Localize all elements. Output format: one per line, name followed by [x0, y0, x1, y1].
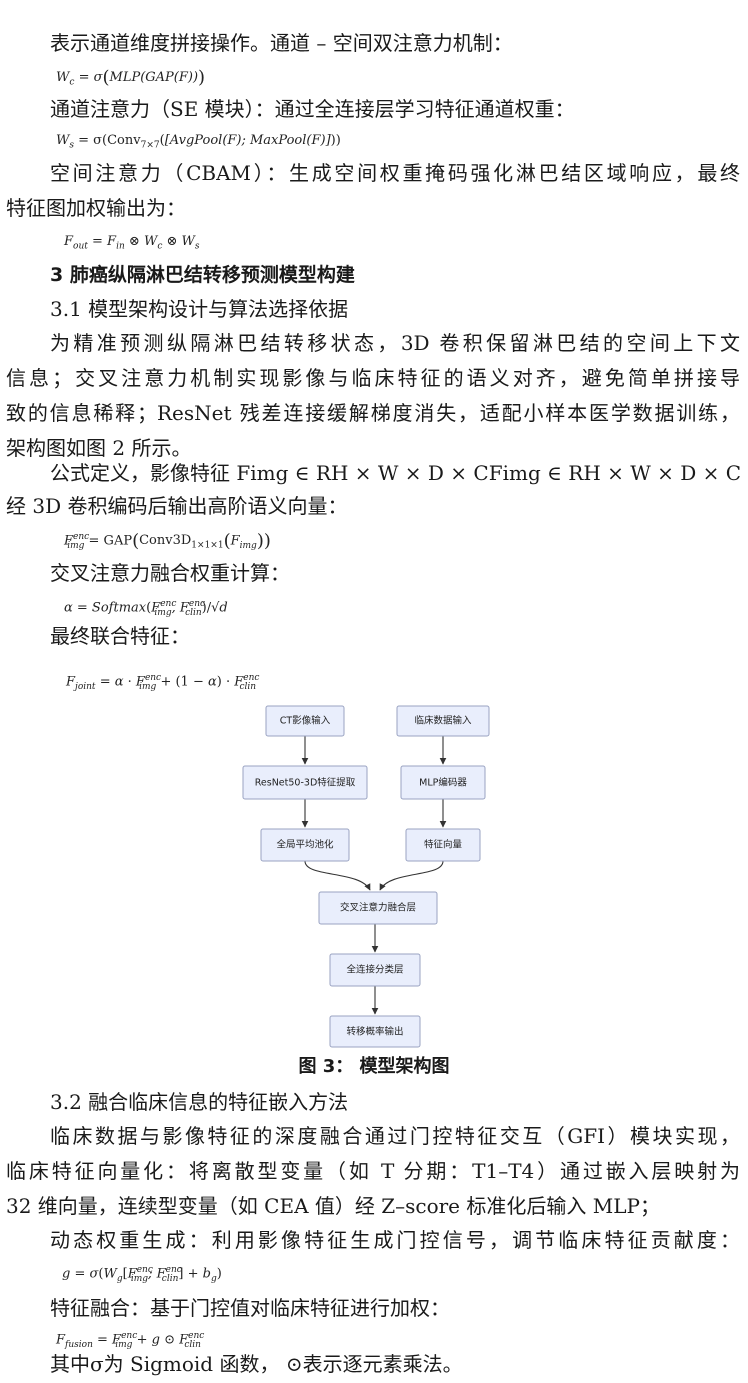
node-label: 全局平均池化 — [276, 839, 334, 851]
node-output — [329, 1015, 421, 1048]
text-line: 信息；交叉注意力机制实现影像与临床特征的语义对齐，避免简单拼接导 — [6, 366, 740, 390]
node-ct-input — [265, 705, 345, 737]
text-line: 空间注意力（CBAM）：生成空间权重掩码强化淋巴结区域响应，最终 — [50, 161, 740, 185]
node-label: ResNet50-3D特征提取 — [255, 777, 356, 789]
text-line: 致的信息稀释；ResNet 残差连接缓解梯度消失，适配小样本医学数据训练， — [6, 401, 740, 425]
edge — [379, 860, 444, 891]
node-resnet — [242, 765, 368, 800]
text-line: 表示通道维度拼接操作。通道 – 空间双注意力机制： — [50, 31, 513, 55]
node-label: 临床数据输入 — [414, 715, 472, 727]
text-line: 经 3D 卷积编码后输出高阶语义向量： — [6, 494, 348, 518]
text-line: 最终联合特征： — [50, 624, 190, 648]
formula-g: g = σ(Wg[Fencimg; Fencclin] + bg) — [62, 1265, 222, 1284]
text-line: 架构图如图 2 所示。 — [6, 436, 192, 460]
node-label: 转移概率输出 — [346, 1026, 403, 1038]
node-label: 特征向量 — [424, 839, 463, 851]
node-clinical-input — [396, 705, 490, 737]
formula-wc: Wc = σ(MLP(GAP(F))) — [56, 67, 206, 88]
formula-fout: Fout = Fin ⊗ Wc ⊗ Ws — [64, 234, 200, 252]
text-line: 交叉注意力融合权重计算： — [50, 561, 290, 585]
formula-ws: Ws = σ(Conv7×7([AvgPool(F); MaxPool(F)])… — [56, 133, 341, 151]
text-line: 为精准预测纵隔淋巴结转移状态，3D 卷积保留淋巴结的空间上下文 — [50, 331, 740, 355]
formula-fjoint: Fjoint = α · Fencimg + (1 − α) · Fenccli… — [66, 673, 260, 692]
text-line: 公式定义，影像特征 Fimg ∈ RH × W × D × CFimg ∈ RH… — [50, 461, 742, 485]
node-label: CT影像输入 — [280, 715, 331, 727]
text-line: 32 维向量，连续型变量（如 CEA 值）经 Z–score 标准化后输入 ML… — [6, 1194, 660, 1218]
text-line: 特征图加权输出为： — [6, 196, 186, 220]
subsection-heading: 3.2 融合临床信息的特征嵌入方法 — [50, 1090, 349, 1114]
text-line: 通道注意力（SE 模块）：通过全连接层学习特征通道权重： — [50, 97, 575, 121]
node-mlp-encoder — [400, 765, 486, 800]
formula-ffusion: Ffusion = Fencimg + g ⊙ Fencclin — [56, 1331, 205, 1350]
text-line: 动态权重生成：利用影像特征生成门控信号，调节临床特征贡献度： — [50, 1228, 740, 1252]
node-cross-attention — [318, 891, 438, 925]
text-line: 临床特征向量化：将离散型变量（如 T 分期：T1–T4）通过嵌入层映射为 — [6, 1159, 740, 1183]
node-gap — [260, 828, 350, 862]
text-line: 特征融合：基于门控值对临床特征进行加权： — [50, 1296, 450, 1320]
node-fc — [329, 953, 421, 987]
text-line: 临床数据与影像特征的深度融合通过门控特征交互（GFI）模块实现， — [50, 1124, 740, 1148]
node-label: 交叉注意力融合层 — [340, 902, 416, 914]
formula-alpha: α = Softmax(Fencimg, Fencclin)/√d — [64, 599, 228, 618]
node-feature-vector — [405, 828, 481, 862]
subsection-heading: 3.1 模型架构设计与算法选择依据 — [50, 297, 349, 321]
formula-fimg: Fencimg = GAP(Conv3D1×1×1(Fimg)) — [64, 530, 271, 552]
section-heading: 3 肺癌纵隔淋巴结转移预测模型构建 — [50, 264, 355, 286]
edge — [304, 860, 371, 891]
node-label: MLP编码器 — [419, 777, 467, 789]
node-label: 全连接分类层 — [346, 964, 403, 976]
figure-caption: 图 3： 模型架构图 — [298, 1056, 450, 1077]
text-line: 其中σ为 Sigmoid 函数， ⊙表示逐元素乘法。 — [50, 1352, 463, 1376]
